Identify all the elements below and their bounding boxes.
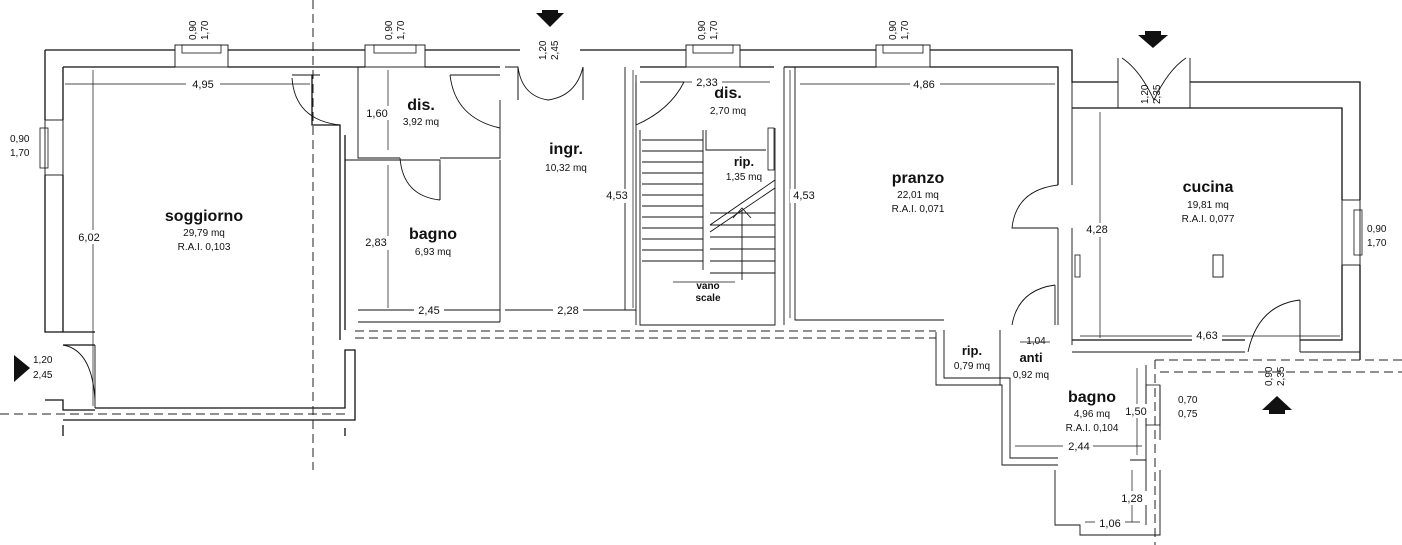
room-area-bagno-1: 6,93 mq	[415, 247, 451, 258]
room-name-dis-2: dis.	[714, 85, 742, 102]
room-name-soggiorno: soggiorno	[165, 208, 243, 225]
entrance-arrow-down	[1138, 31, 1168, 48]
dim-pranzo-height: 4,53	[793, 190, 814, 202]
room-area-soggiorno: 29,79 mq	[183, 228, 225, 239]
opening-top3-a: 0,90	[697, 20, 708, 40]
opening-door-left-a: 1,20	[33, 355, 53, 366]
room-rai-pranzo: R.A.I. 0,071	[892, 204, 945, 215]
stair-direction-arrow	[732, 207, 752, 280]
dim-bagno2-height: 1,50	[1125, 406, 1146, 418]
room-area-rip-2: 0,79 mq	[954, 361, 990, 372]
dim-soggiorno-width: 4,95	[192, 79, 213, 91]
room-anti: anti 0,92 mq	[1013, 350, 1049, 381]
room-area-cucina: 19,81 mq	[1187, 200, 1229, 211]
opening-top1-b: 1,70	[200, 20, 211, 40]
entrance-arrow-up	[1262, 396, 1292, 414]
opening-top2-b: 1,70	[396, 20, 407, 40]
opening-top1-a: 0,90	[188, 20, 199, 40]
room-rai-cucina: R.A.I. 0,077	[1182, 214, 1235, 225]
window-top-1	[174, 44, 229, 68]
windows	[39, 44, 1363, 426]
opening-left-b: 1,70	[10, 148, 30, 159]
dim-soggiorno-height: 6,02	[78, 232, 99, 244]
opening-top3-b: 1,70	[709, 20, 720, 40]
dim-ingr-width: 2,28	[557, 305, 578, 317]
dim-bagno2-width: 2,44	[1068, 441, 1089, 453]
vano-label: vano	[696, 281, 719, 292]
opening-top4-b: 1,70	[900, 20, 911, 40]
room-rip-1: rip. 1,35 mq	[726, 154, 762, 183]
dimension-labels: 4,95 6,02 1,60 2,83 2,45 2,28 4,53 2,33 …	[76, 75, 1222, 530]
stair-treads	[642, 139, 775, 274]
scale-label: scale	[695, 293, 720, 304]
dim-dis1-height: 1,60	[366, 108, 387, 120]
opening-bagno2-a: 0,70	[1178, 395, 1198, 406]
dim-dis2-width: 2,33	[696, 77, 717, 89]
room-dis-1: dis. 3,92 mq	[403, 97, 439, 128]
opening-cucina-bottom-b: 2,35	[1276, 366, 1287, 386]
room-rai-soggiorno: R.A.I. 0,103	[178, 242, 231, 253]
dim-cucina-width: 4,63	[1196, 330, 1217, 342]
room-area-anti: 0,92 mq	[1013, 370, 1049, 381]
room-name-rip-1: rip.	[734, 154, 754, 169]
window-top-4	[875, 44, 931, 68]
entrance-arrow-down	[536, 10, 564, 27]
opening-top4-a: 0,90	[888, 20, 899, 40]
opening-cucina-top-b: 2,35	[1152, 84, 1163, 104]
room-soggiorno: soggiorno 29,79 mq R.A.I. 0,103	[165, 208, 243, 253]
room-area-bagno-2: 4,96 mq	[1074, 409, 1110, 420]
dim-bagno1-width: 2,45	[418, 305, 439, 317]
room-name-bagno-2: bagno	[1068, 389, 1116, 406]
opening-cucina-bottom-a: 0,90	[1264, 366, 1275, 386]
entrance-arrow-right	[14, 355, 30, 382]
opening-entrance-a: 1,20	[538, 40, 549, 60]
room-bagno-1: bagno 6,93 mq	[409, 226, 457, 258]
room-dis-2: dis. 2,70 mq	[710, 85, 746, 117]
room-vano-scale: vano scale	[695, 281, 720, 304]
room-bagno-2: bagno 4,96 mq R.A.I. 0,104	[1066, 389, 1119, 434]
room-area-dis-1: 3,92 mq	[403, 117, 439, 128]
doors	[62, 57, 1301, 408]
dim-cucina-height: 4,28	[1086, 224, 1107, 236]
dim-ingr-height: 4,53	[606, 190, 627, 202]
window-right	[1341, 199, 1361, 266]
room-name-bagno-1: bagno	[409, 226, 457, 243]
room-name-ingresso: ingr.	[549, 141, 583, 158]
opening-left-a: 0,90	[10, 134, 30, 145]
opening-entrance-b: 2,45	[550, 40, 561, 60]
cucina-element	[1212, 254, 1224, 278]
room-name-pranzo: pranzo	[892, 170, 945, 187]
room-name-anti: anti	[1019, 350, 1042, 365]
dim-pranzo-width: 4,86	[913, 79, 934, 91]
opening-labels: 0,90 1,70 0,90 1,70 1,20 2,45 0,90 1,70 …	[10, 20, 1387, 420]
room-rip-2: rip. 0,79 mq	[954, 343, 990, 372]
opening-cucina-top-a: 1,20	[1140, 84, 1151, 104]
room-name-rip-2: rip.	[962, 343, 982, 358]
window-left	[44, 119, 64, 176]
room-area-pranzo: 22,01 mq	[897, 190, 939, 201]
room-area-dis-2: 2,70 mq	[710, 106, 746, 117]
walls	[44, 49, 1361, 536]
opening-right-b: 1,70	[1367, 238, 1387, 249]
window-top-3	[685, 44, 741, 68]
room-name-dis-1: dis.	[407, 97, 435, 114]
dim-bagno1-height: 2,83	[365, 237, 386, 249]
opening-top2-a: 0,90	[384, 20, 395, 40]
room-rai-bagno-2: R.A.I. 0,104	[1066, 423, 1119, 434]
room-name-cucina: cucina	[1183, 179, 1234, 196]
room-ingresso: ingr. 10,32 mq	[545, 141, 587, 174]
dim-bagno2-ext-height: 1,28	[1121, 493, 1142, 505]
room-area-ingresso: 10,32 mq	[545, 163, 587, 174]
dim-bagno2-ext-width: 1,06	[1099, 518, 1120, 530]
dim-anti-width: 1,04	[1026, 336, 1046, 347]
room-pranzo: pranzo 22,01 mq R.A.I. 0,071	[892, 170, 945, 215]
room-area-rip-1: 1,35 mq	[726, 172, 762, 183]
opening-right-a: 0,90	[1367, 224, 1387, 235]
opening-bagno2-b: 0,75	[1178, 409, 1198, 420]
room-cucina: cucina 19,81 mq R.A.I. 0,077	[1182, 179, 1235, 225]
opening-door-left-b: 2,45	[33, 370, 53, 381]
